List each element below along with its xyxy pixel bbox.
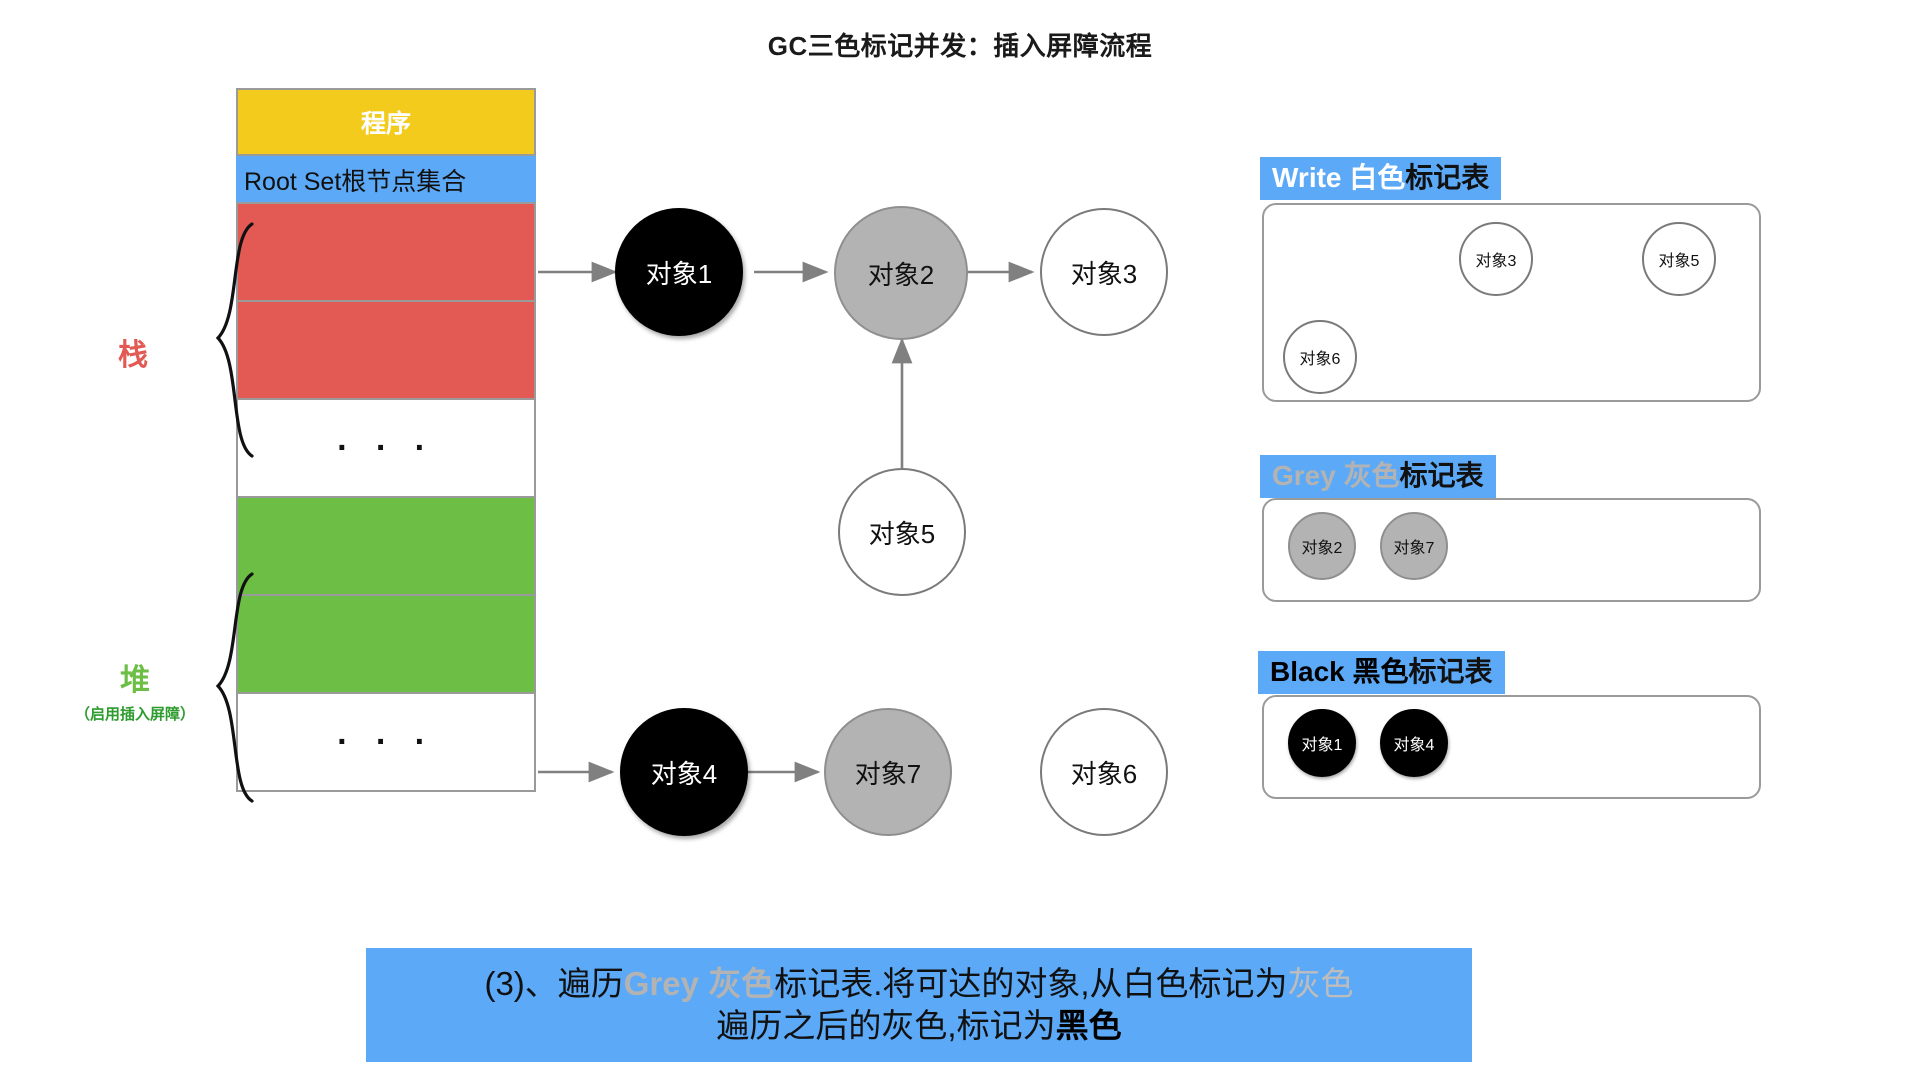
white-mark-table-header: Write 白色标记表: [1260, 157, 1502, 200]
black-mark-table-head-suffix: 标记表: [1408, 656, 1493, 687]
memory-column: 程序 Root Set根节点集合 · · · · · ·: [236, 88, 536, 792]
caption-grey-cn: 灰色: [708, 964, 775, 1002]
white-item-obj5-label: 对象5: [1658, 253, 1700, 270]
caption-line2-pre: 遍历之后的灰色,标记为: [716, 1007, 1056, 1044]
grey-item-obj2-label: 对象2: [1301, 540, 1343, 557]
program-label: 程序: [360, 110, 411, 138]
rootset-label: Root Set根节点集合: [244, 168, 467, 196]
black-mark-table-header: Black 黑色标记表: [1258, 651, 1505, 694]
grey-mark-table-head-cn: 灰色: [1343, 460, 1400, 491]
memory-row-rootset: Root Set根节点集合: [236, 156, 536, 204]
node-obj6[interactable]: 对象6: [1040, 708, 1168, 836]
caption-banner: (3)、遍历Grey 灰色标记表.将可达的对象,从白色标记为灰色 遍历之后的灰色…: [366, 948, 1472, 1062]
white-mark-table-head-en: Write: [1272, 162, 1342, 193]
white-mark-table-head-suffix: 标记表: [1405, 162, 1490, 193]
grey-mark-table-head-en: Grey: [1272, 460, 1336, 491]
black-item-obj4-label: 对象4: [1393, 737, 1435, 754]
heap-label-note: （启用插入屏障）: [74, 706, 195, 723]
memory-row-heap-ellipsis: · · ·: [236, 692, 536, 792]
caption-mid: 标记表.将可达的对象,从白色标记为: [774, 964, 1288, 1002]
grey-mark-table-item-obj7[interactable]: 对象7: [1380, 512, 1448, 580]
black-mark-table-item-obj4[interactable]: 对象4: [1380, 709, 1448, 777]
node-obj4-label: 对象4: [650, 758, 718, 789]
black-mark-table-head-en: Black: [1270, 656, 1345, 687]
caption-step: (3)、遍历: [484, 964, 624, 1002]
node-obj3[interactable]: 对象3: [1040, 208, 1168, 336]
heap-label-text: 堆: [120, 664, 150, 697]
black-mark-table-head-cn: 黑色: [1352, 656, 1409, 687]
memory-row-stack-slot-1: [236, 202, 536, 302]
node-obj1-label: 对象1: [645, 258, 713, 289]
white-item-obj6-label: 对象6: [1299, 351, 1341, 368]
white-item-obj3-label: 对象3: [1475, 253, 1517, 270]
caption-line-2: 遍历之后的灰色,标记为黑色: [716, 1005, 1121, 1047]
heap-label: 堆 （启用插入屏障）: [60, 655, 210, 724]
caption-grey-tail: 灰色: [1287, 964, 1354, 1002]
black-mark-table-item-obj1[interactable]: 对象1: [1288, 709, 1356, 777]
memory-row-heap-slot-2: [236, 594, 536, 694]
grey-item-obj7-label: 对象7: [1393, 540, 1435, 557]
caption-line-1: (3)、遍历Grey 灰色标记表.将可达的对象,从白色标记为灰色: [484, 963, 1353, 1005]
node-obj7[interactable]: 对象7: [824, 708, 952, 836]
memory-row-program: 程序: [236, 88, 536, 156]
white-mark-table-item-obj6[interactable]: 对象6: [1283, 320, 1357, 394]
node-obj7-label: 对象7: [854, 758, 922, 789]
page-title: GC三色标记并发：插入屏障流程: [767, 31, 1153, 61]
caption-line2-black: 黑色: [1055, 1007, 1122, 1044]
node-obj3-label: 对象3: [1070, 258, 1138, 289]
grey-mark-table-item-obj2[interactable]: 对象2: [1288, 512, 1356, 580]
black-item-obj1-label: 对象1: [1301, 737, 1343, 754]
white-mark-table-item-obj3[interactable]: 对象3: [1459, 222, 1533, 296]
node-obj1[interactable]: 对象1: [615, 208, 743, 336]
memory-row-heap-slot-1: [236, 496, 536, 596]
memory-row-stack-slot-2: [236, 300, 536, 400]
node-obj2-label: 对象2: [867, 259, 935, 290]
node-obj4[interactable]: 对象4: [620, 708, 748, 836]
stack-label: 栈: [118, 339, 148, 372]
white-mark-table-head-cn: 白色: [1349, 162, 1406, 193]
memory-row-stack-ellipsis: · · ·: [236, 398, 536, 498]
node-obj6-label: 对象6: [1070, 758, 1138, 789]
node-obj2[interactable]: 对象2: [834, 206, 968, 340]
white-mark-table-item-obj5[interactable]: 对象5: [1642, 222, 1716, 296]
grey-mark-table-head-suffix: 标记表: [1399, 460, 1484, 491]
node-obj5[interactable]: 对象5: [838, 468, 966, 596]
caption-grey-en: Grey: [623, 964, 700, 1002]
grey-mark-table-header: Grey 灰色标记表: [1260, 455, 1496, 498]
node-obj5-label: 对象5: [868, 518, 936, 549]
